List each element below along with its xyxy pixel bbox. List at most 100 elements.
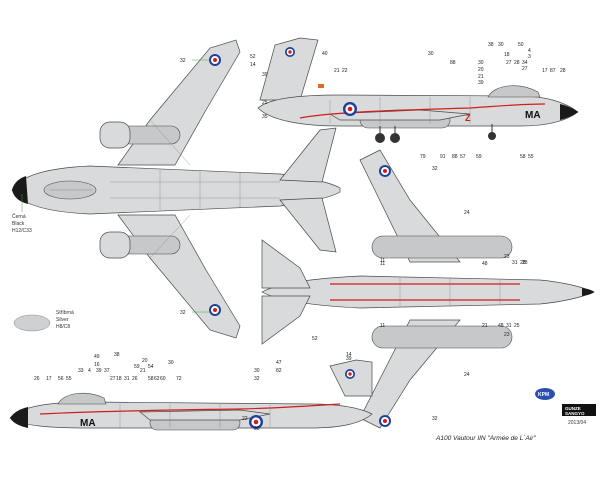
unit-code-top: MA: [525, 110, 541, 121]
callout-side-top-11: 30: [478, 60, 484, 66]
aircraft-bottom-view: [261, 149, 595, 429]
callout-side-bottom-1: 49: [94, 354, 100, 360]
callout-right-wing-7: 31: [512, 260, 518, 266]
roundel-fuselage-bottom: [249, 415, 263, 429]
sheet-caption: A100 Vautour IIN "Armée de L´Air": [435, 435, 536, 442]
callout-side-bottom-5: 17: [46, 376, 52, 382]
callout-side-top-15: 38: [488, 42, 494, 48]
callout-right-wing-10: 11: [380, 258, 385, 264]
callout-side-top-8: 35: [262, 114, 268, 120]
callout-right-wing-8: 28: [520, 260, 526, 266]
callout-side-top-31: 57: [460, 154, 466, 160]
callout-side-bottom-12: 31: [124, 376, 130, 382]
callout-side-bottom-21: 14: [346, 352, 352, 358]
callout-side-top-29: 91: [440, 154, 446, 160]
callout-side-top-25: 17: [542, 68, 548, 74]
silver-swatch: [13, 314, 51, 332]
callout-side-top-32: 59: [476, 154, 482, 160]
callout-side-top-20: 28: [514, 60, 520, 66]
callout-right-wing-13: 25: [514, 323, 520, 329]
callout-side-top-5: 22: [342, 68, 348, 74]
callout-side-bottom-33: 60: [160, 376, 166, 382]
callout-right-wing-15: 23: [504, 332, 510, 338]
callout-side-bottom-9: 37: [104, 368, 110, 374]
callout-side-top-18: 30: [498, 42, 504, 48]
callout-right-wing-9: 21: [482, 323, 488, 329]
roundel-top-left-lower: [209, 304, 221, 316]
callout-side-bottom-16: 72: [176, 376, 182, 382]
legend-black-line2: Black: [12, 221, 25, 227]
tail-warning-patch: [318, 84, 324, 88]
callout-side-bottom-22: 47: [276, 360, 282, 366]
callout-side-bottom-18: 82: [276, 368, 282, 374]
legend-silver-line1: Stříbrná: [56, 310, 74, 316]
callout-side-bottom-20: 39: [346, 356, 352, 362]
black-nose-top: [12, 176, 28, 204]
callout-side-top-34: 55: [528, 154, 534, 160]
black-nose-side-top: [560, 104, 578, 120]
callout-side-bottom-3: 38: [114, 352, 120, 358]
legend-silver-line3: H8/C8: [56, 324, 70, 330]
callout-side-top-2: 14: [250, 62, 256, 68]
callout-side-bottom-6: 33: [78, 368, 84, 374]
roundel-tail-bottom: [345, 369, 355, 379]
black-nose-side-bottom: [10, 407, 28, 428]
callout-right-wing-3: 11: [380, 261, 385, 267]
aircraft-top-view: 32 32: [11, 39, 341, 339]
publisher-logo: KPM: [535, 388, 555, 400]
color-legend: Černá Black H12/C33 Stříbrná Silver H8/C…: [12, 194, 74, 332]
callout-side-top-4: 21: [334, 68, 340, 74]
callout-side-bottom-29: 55: [66, 376, 72, 382]
unit-code-bottom: MA: [80, 418, 96, 429]
roundel-tail-top: [285, 47, 295, 57]
legend-black-line1: Černá: [12, 213, 26, 220]
black-nose-bottom: [582, 288, 594, 296]
callout-side-top-26: 87: [550, 68, 556, 74]
callout-side-top-19: 50: [518, 42, 524, 48]
callout-top-left-2: 32: [180, 310, 186, 316]
callout-side-bottom-19: 52: [312, 336, 318, 342]
callout-side-top-22: 27: [522, 66, 528, 72]
callout-side-top-7: 25: [262, 100, 268, 106]
callout-side-top-10: 88: [450, 60, 456, 66]
aircraft-side-view-bottom: MA: [9, 359, 373, 431]
callout-side-bottom-7: 4: [88, 368, 91, 374]
callout-side-top-24: 4: [528, 48, 531, 54]
roundel-fuselage-top: [343, 102, 357, 116]
callout-side-top-28: 79: [420, 154, 426, 160]
roundel-bottom-upper: [379, 165, 391, 177]
callout-side-top-21: 34: [522, 60, 528, 66]
callout-side-top-33: 58: [520, 154, 526, 160]
callout-side-bottom-10: 27: [110, 376, 116, 382]
gunze-sangyo-logo: GUNZE SANGYO: [562, 404, 596, 416]
aircraft-side-view-top: MA Z: [257, 37, 579, 143]
callout-side-bottom-4: 26: [34, 376, 40, 382]
callout-right-wing-16: 24: [464, 372, 470, 378]
callout-side-top-13: 21: [478, 74, 484, 80]
callout-side-bottom-26: 35: [254, 426, 260, 432]
callout-side-top-16: 27: [506, 60, 512, 66]
callout-right-wing-11: 48: [498, 323, 504, 329]
legend-black-line3: H12/C33: [12, 228, 32, 234]
callout-side-bottom-8: 39: [96, 368, 102, 374]
callout-side-top-30: 88: [452, 154, 458, 160]
callout-side-top-23: 3: [528, 54, 531, 60]
callout-side-top-3: 40: [322, 51, 328, 57]
callout-side-bottom-28: 56: [58, 376, 64, 382]
gunze-logo-line2: SANGYO: [565, 411, 585, 416]
callout-side-bottom-32: 58: [148, 376, 154, 382]
callout-side-bottom-2: 16: [94, 362, 100, 368]
red-stripe-side-bottom: [39, 403, 341, 415]
callout-side-bottom-27: 32: [432, 416, 438, 422]
roundel-bottom-lower: [379, 415, 391, 427]
legend-silver-line2: Silver: [56, 317, 69, 323]
callout-side-bottom-24: 32: [254, 376, 260, 382]
callout-side-bottom-14: 21: [140, 368, 146, 374]
callout-side-bottom-31: 54: [148, 364, 154, 370]
callout-right-wing-5: 48: [482, 261, 488, 267]
publisher-logo-text: KPM: [538, 392, 549, 398]
callout-right-wing-1: 32: [432, 166, 438, 172]
